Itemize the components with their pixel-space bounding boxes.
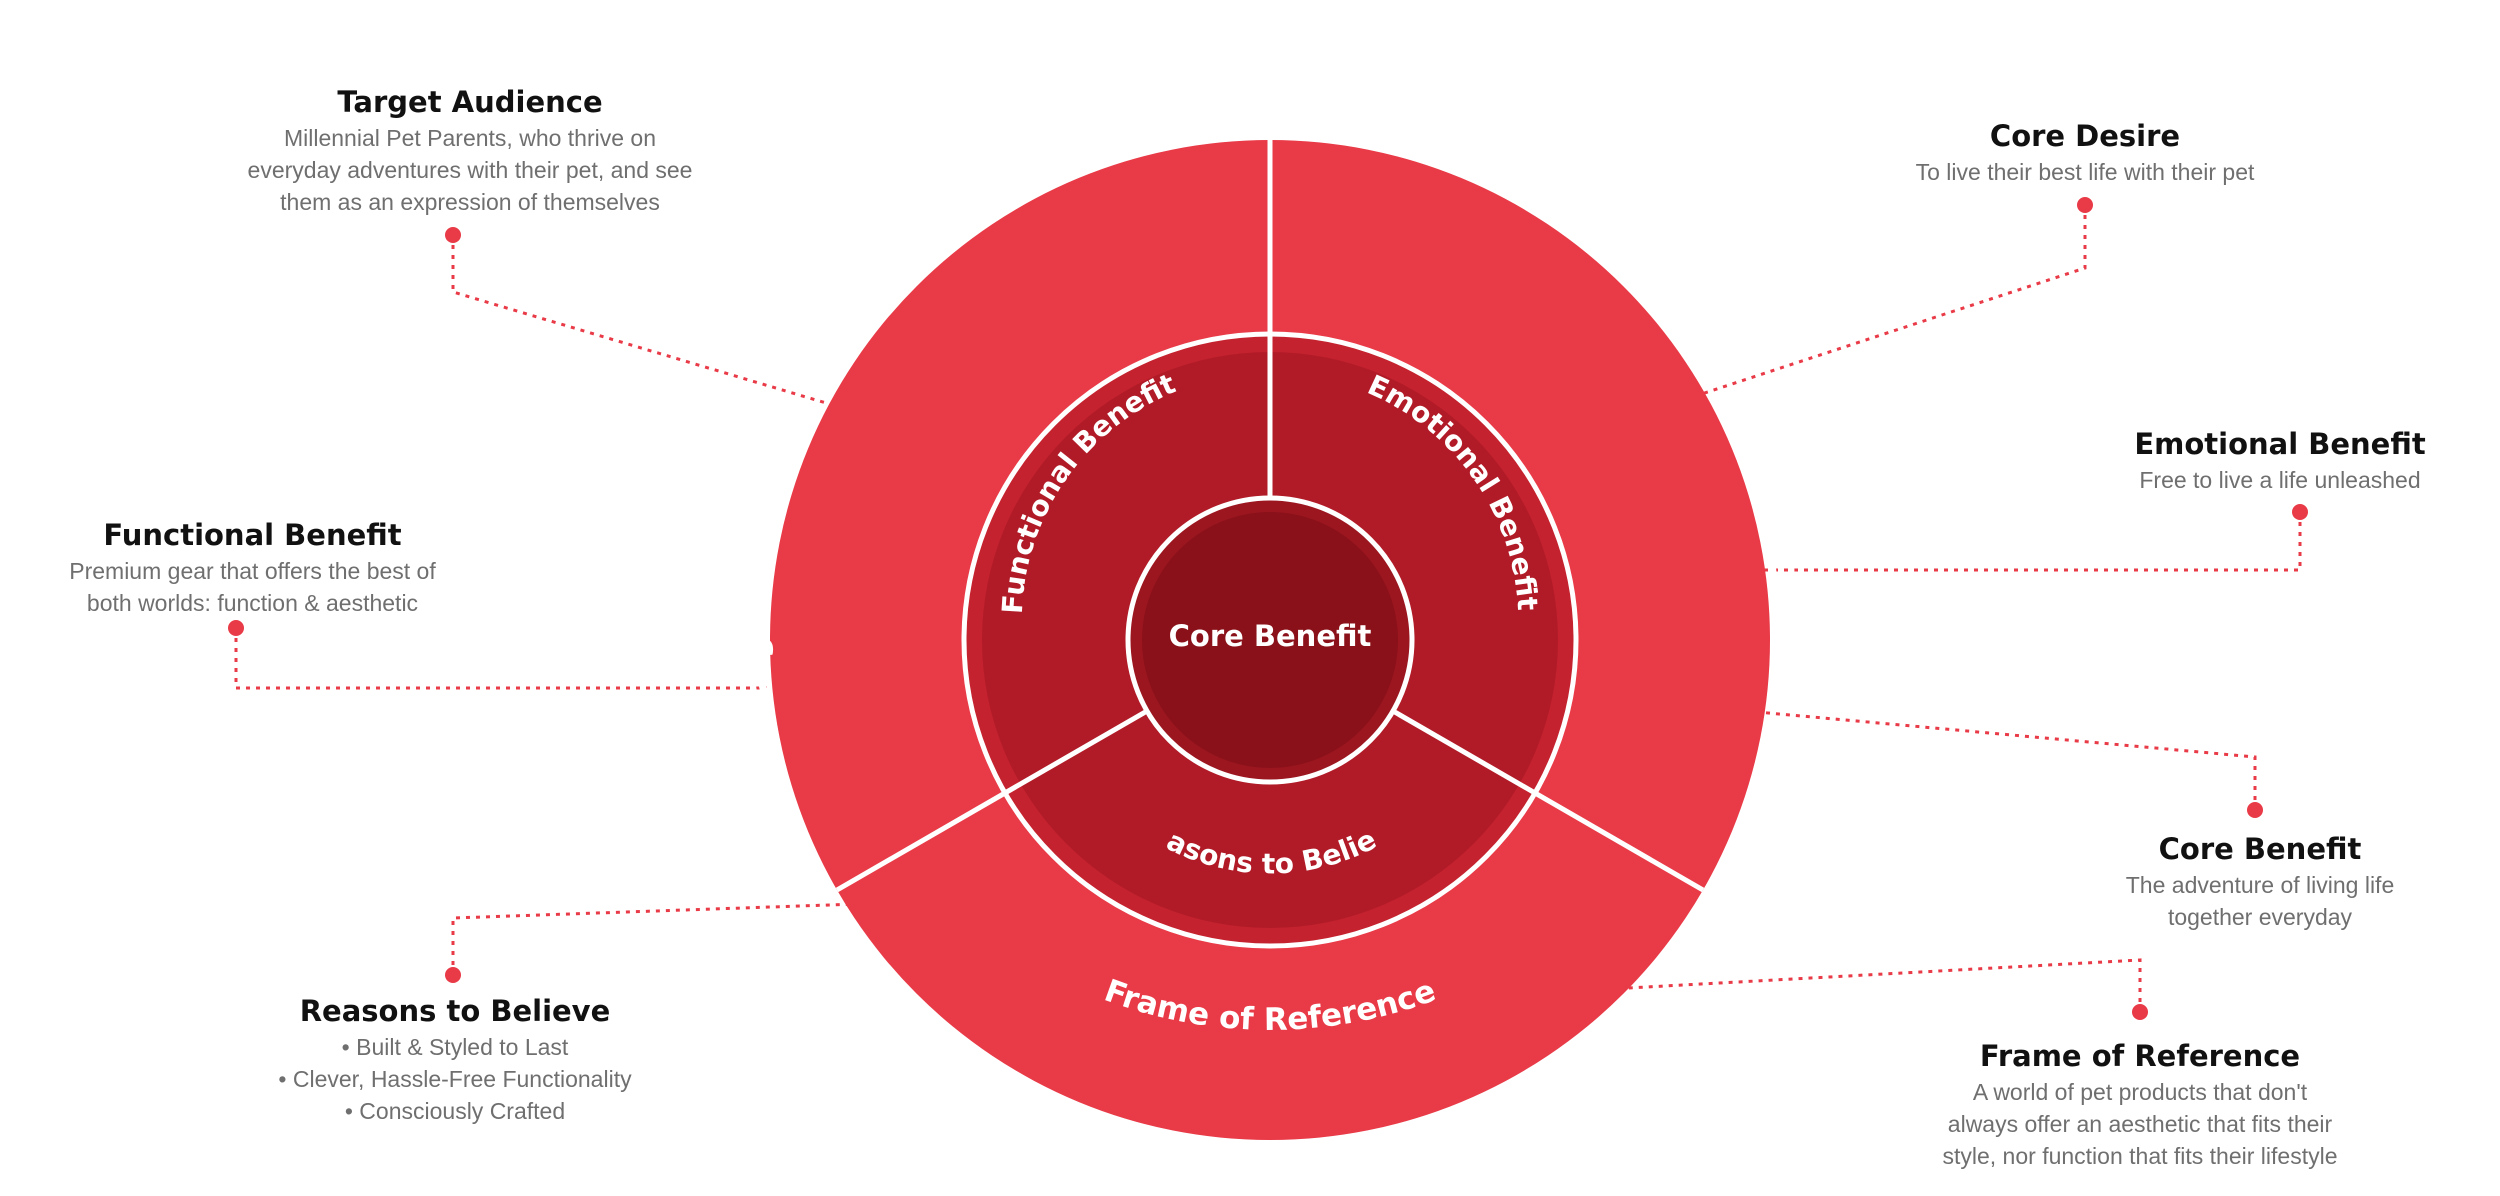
callout-reasons-to-believe: Reasons to Believe • Built & Styled to L… [210, 991, 700, 1127]
callout-title: Frame of Reference [1979, 1039, 2301, 1073]
connector-frame-of-reference [1499, 958, 2142, 1012]
ring-dividers [835, 140, 1705, 949]
callout-line: both worlds: function & aesthetic [86, 590, 419, 616]
callout-title: Core Desire [1989, 119, 2181, 153]
callout-line: always offer an aesthetic that fits thei… [1947, 1111, 2333, 1137]
callout-line: • Built & Styled to Last [341, 1034, 569, 1060]
callout-title: Core Benefit [2158, 832, 2362, 866]
divider-lower-left [835, 708, 1149, 893]
dot-reasons-to-believe [445, 967, 461, 983]
connector-emotional-benefit [1515, 512, 2302, 572]
dot-frame-of-reference [2132, 1004, 2148, 1020]
callout-line: Premium gear that offers the best of [69, 558, 436, 584]
callout-line: them as an expression of themselves [280, 189, 660, 215]
connector-dots [228, 197, 2308, 1020]
callout-line: A world of pet products that don't [1972, 1079, 2308, 1105]
callout-line: Free to live a life unleashed [2139, 467, 2421, 493]
callout-title: Functional Benefit [103, 518, 402, 552]
callout-emotional-benefit: Emotional Benefit Free to live a life un… [2080, 424, 2480, 496]
callout-title: Target Audience [337, 85, 603, 119]
callout-line: • Consciously Crafted [344, 1098, 566, 1124]
connector-core-desire [1667, 205, 2087, 407]
connector-target-audience [451, 235, 901, 427]
dot-target-audience [445, 227, 461, 243]
callout-line: style, nor function that fits their life… [1942, 1143, 2338, 1169]
divider-lower-right [1391, 708, 1705, 893]
core-circle-inner [1142, 512, 1398, 768]
callout-line: To live their best life with their pet [1915, 159, 2255, 185]
callout-functional-benefit: Functional Benefit Premium gear that off… [0, 515, 505, 619]
dot-emotional-benefit [2292, 504, 2308, 520]
callout-line: together everyday [2167, 904, 2353, 930]
callout-target-audience: Target Audience Millennial Pet Parents, … [170, 82, 770, 218]
callout-title: Reasons to Believe [299, 994, 611, 1028]
dot-core-desire [2077, 197, 2093, 213]
dot-core-benefit [2247, 802, 2263, 818]
dot-functional-benefit [228, 620, 244, 636]
callout-line: Millennial Pet Parents, who thrive on [283, 125, 657, 151]
callout-core-benefit: Core Benefit The adventure of living lif… [2065, 829, 2455, 933]
callout-line: • Clever, Hassle-Free Functionality [278, 1066, 632, 1092]
callout-title: Emotional Benefit [2134, 427, 2426, 461]
callout-line: everyday adventures with their pet, and … [247, 157, 693, 183]
callout-frame-of-reference: Frame of Reference A world of pet produc… [1860, 1036, 2420, 1172]
callout-line: The adventure of living life [2125, 872, 2395, 898]
callout-core-desire: Core Desire To live their best life with… [1835, 116, 2335, 188]
ring-label-core-benefit: Core Benefit [1169, 619, 1372, 653]
